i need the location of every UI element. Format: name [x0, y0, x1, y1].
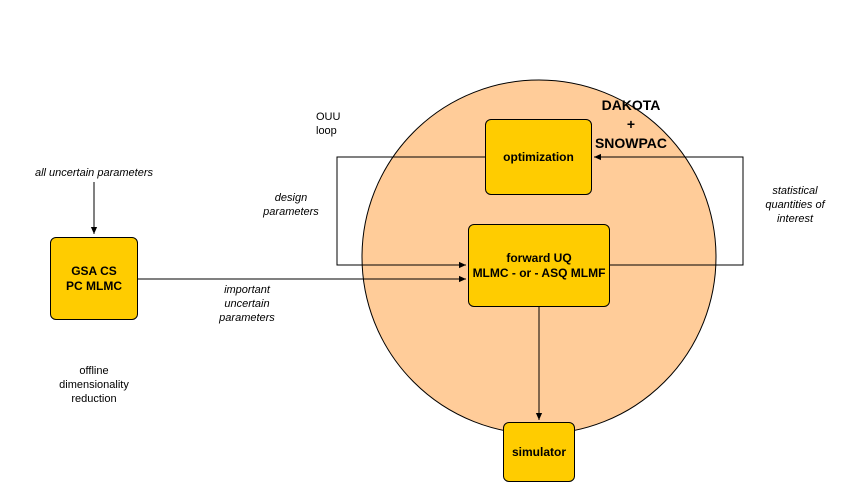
arrow-design-parameters — [336, 156, 485, 269]
gsa-line2: PC MLMC — [66, 278, 122, 293]
statistical-line3: interest — [776, 213, 814, 225]
offline-line2: dimensionality — [59, 379, 129, 391]
dakota-line3: SNOWPAC — [594, 135, 668, 151]
design-parameters-label: design parameters — [250, 191, 332, 219]
gsa-node: GSA CS PC MLMC — [50, 237, 138, 320]
dakota-line1: DAKOTA — [601, 97, 661, 113]
forward-uq-line1: forward UQ — [506, 250, 572, 265]
forward-uq-line2: MLMC - or - ASQ MLMF — [472, 265, 606, 280]
all-uncertain-parameters-label: all uncertain parameters — [34, 167, 153, 179]
statistical-line2: quantities of — [765, 199, 825, 211]
important-uncertain-parameters-label: important uncertain parameters — [205, 283, 289, 325]
optimization-label: optimization — [503, 149, 574, 164]
optimization-node: optimization — [485, 119, 592, 195]
important-line1: important — [224, 284, 270, 296]
offline-dimensionality-reduction-label: offline dimensionality reduction — [44, 364, 144, 406]
simulator-node: simulator — [503, 422, 575, 482]
statistical-quantities-label: statistical quantities of interest — [745, 184, 845, 226]
offline-line1: offline — [79, 365, 109, 377]
ouu-line2: loop — [316, 125, 337, 137]
design-line1: design — [274, 192, 308, 204]
ouu-loop-label: OUU loop — [316, 110, 360, 138]
design-line2: parameters — [263, 206, 319, 218]
offline-line3: reduction — [71, 393, 117, 405]
dakota-snowpac-label: DAKOTA + SNOWPAC — [590, 96, 672, 153]
dakota-line2: + — [626, 116, 636, 132]
arrow-statistical-quantities — [594, 153, 744, 266]
important-line3: parameters — [219, 312, 275, 324]
statistical-line1: statistical — [772, 185, 818, 197]
ouu-line1: OUU — [316, 111, 341, 123]
simulator-label: simulator — [511, 444, 566, 459]
forward-uq-node: forward UQ MLMC - or - ASQ MLMF — [468, 224, 610, 307]
gsa-line1: GSA CS — [71, 263, 117, 278]
important-line2: uncertain — [224, 298, 270, 310]
